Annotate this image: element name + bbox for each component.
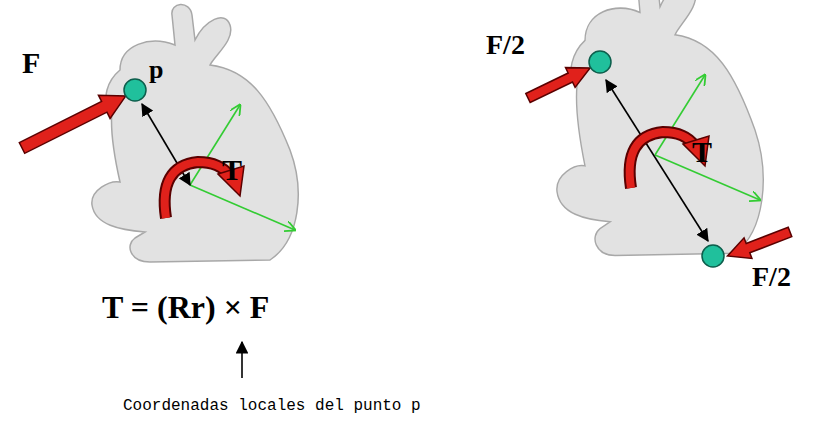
point-marker [589,51,611,73]
force-arrow [523,58,595,108]
force-label: F/2 [486,30,525,61]
point-marker [702,245,724,267]
force-arrow [16,84,131,159]
point-marker [124,79,146,101]
torque-label: T [222,153,242,186]
torque-formula: T = (Rr) × F [102,290,269,325]
torque-label: T [692,135,712,168]
force-arrow [724,222,794,267]
bunny-body [557,0,763,255]
point-label: p [149,56,163,85]
bunny-body [92,4,298,262]
caption-note: Coordenadas locales del punto p [123,398,421,416]
force-label: F [22,46,40,79]
pointer-arrow [241,342,243,378]
force-label: F/2 [752,262,791,293]
